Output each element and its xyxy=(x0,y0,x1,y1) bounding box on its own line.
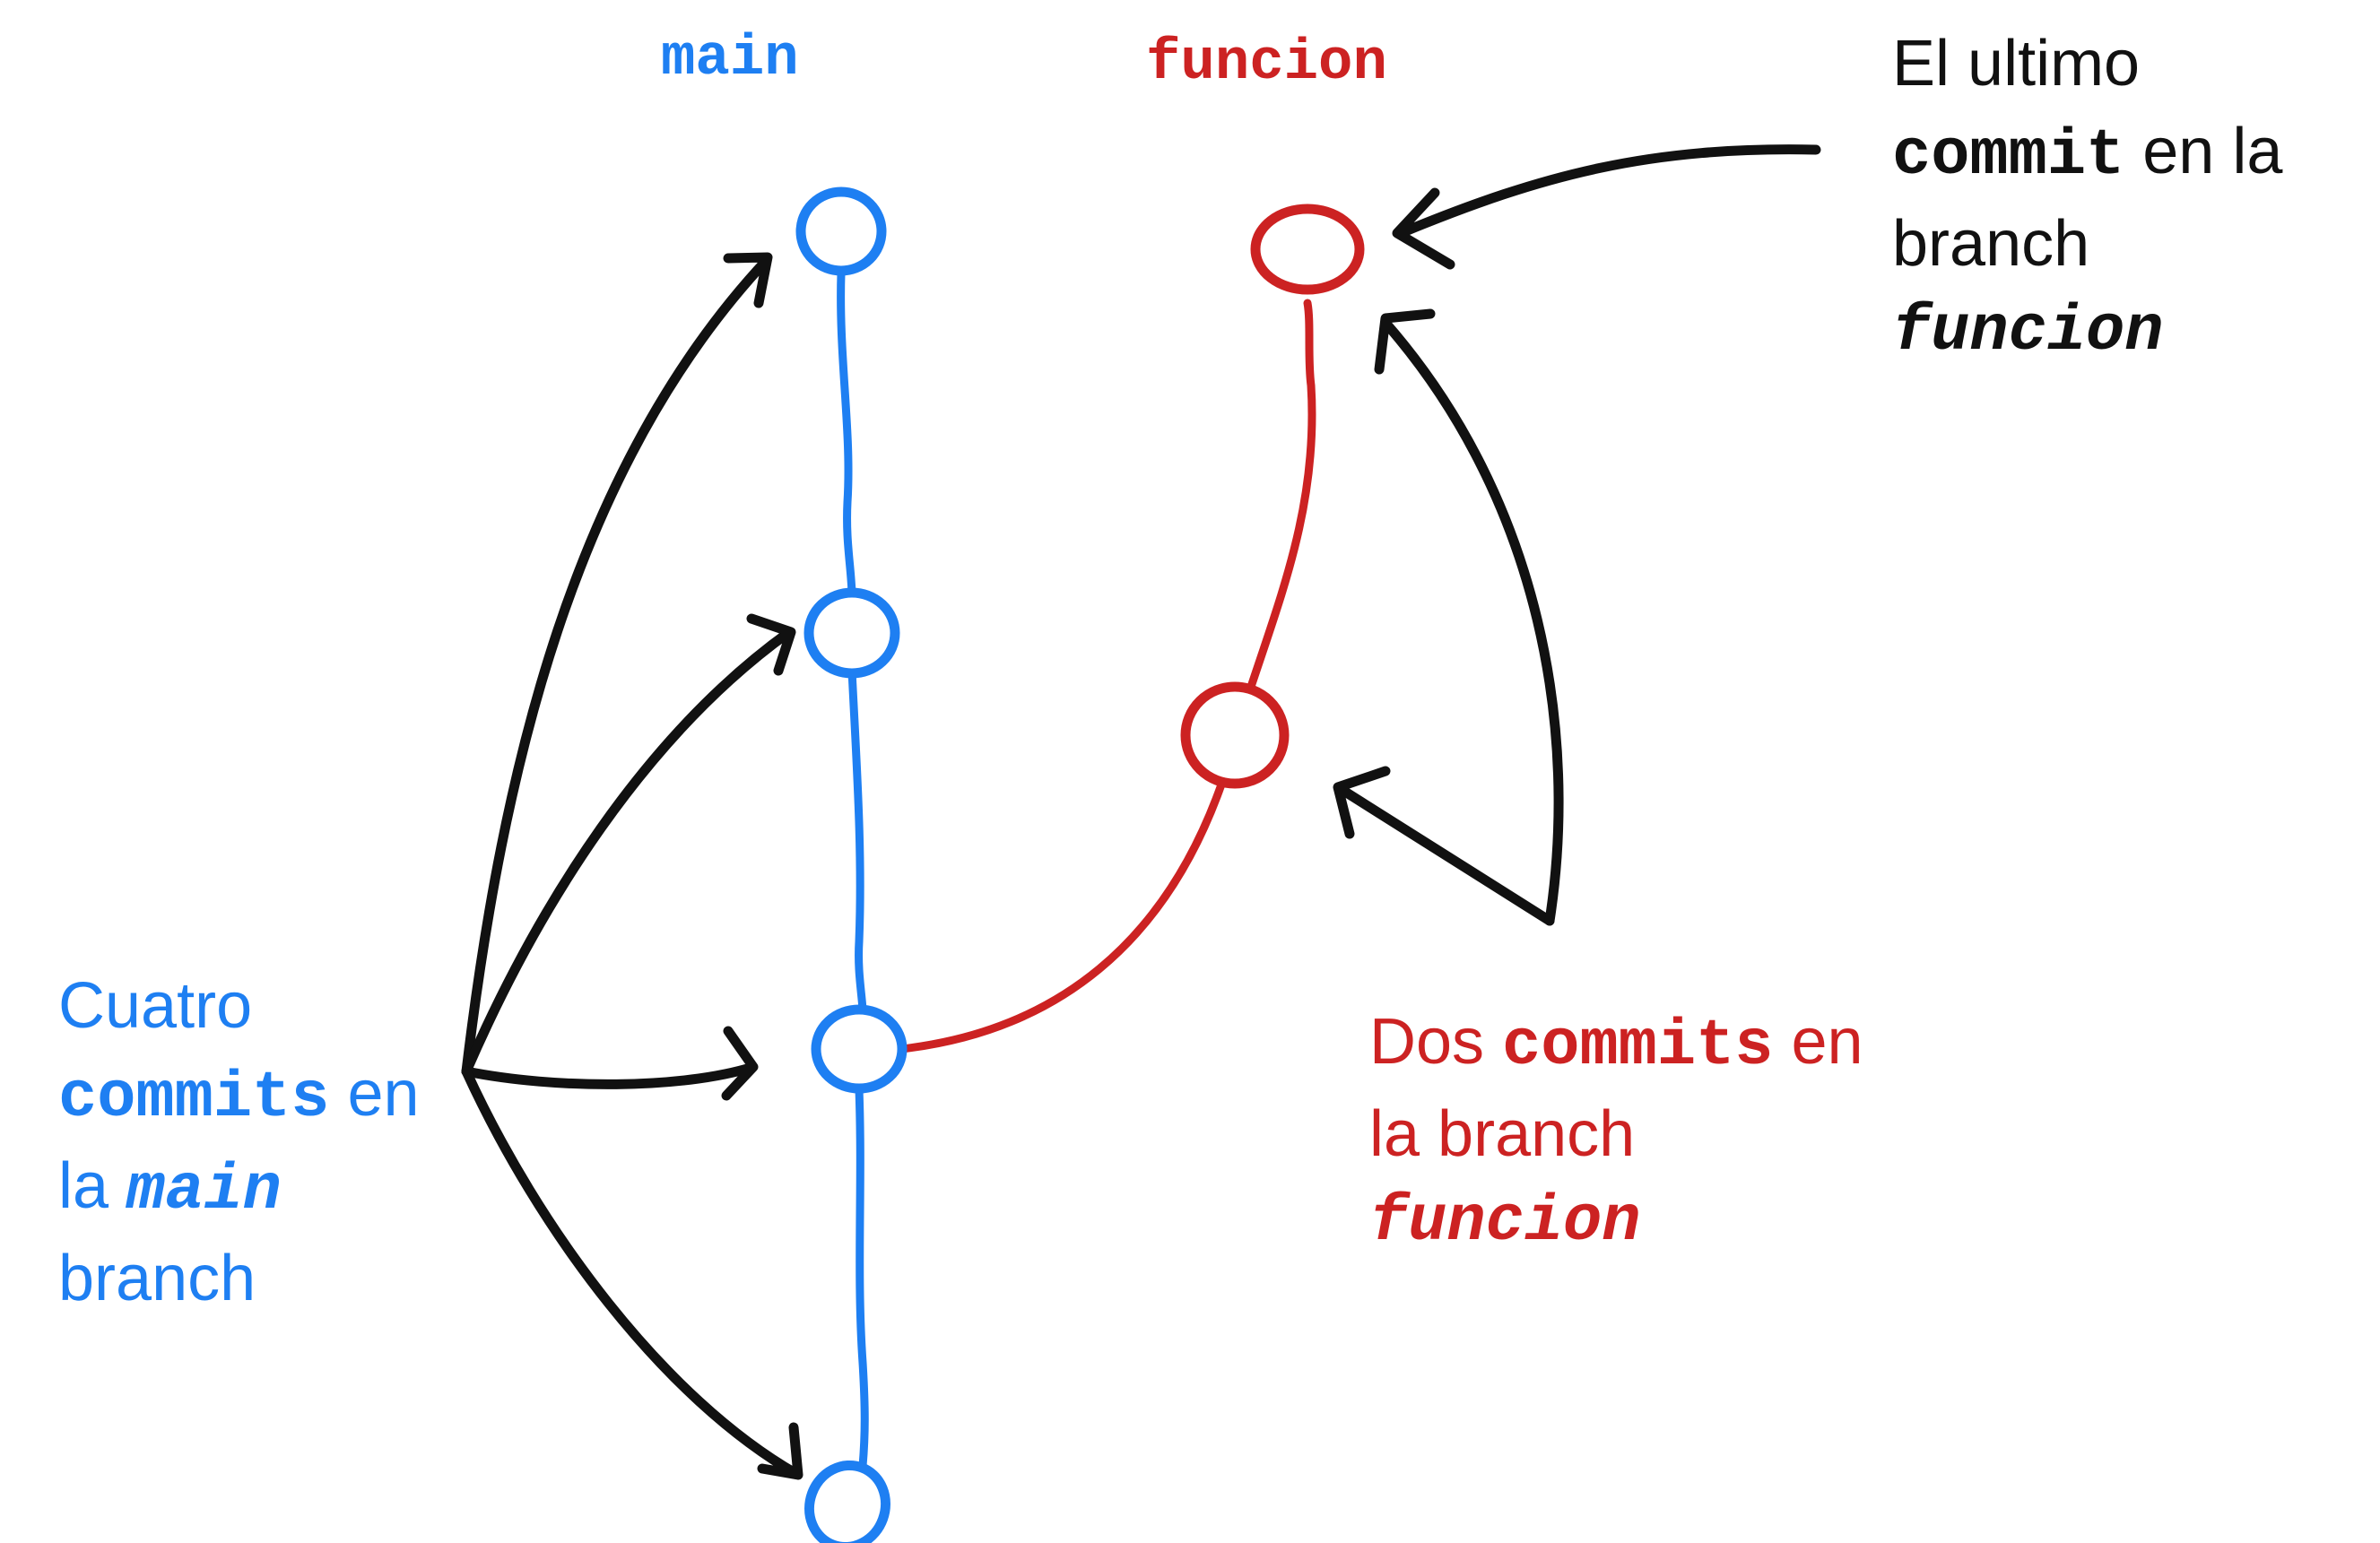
funcion-commit-node xyxy=(1250,204,1365,295)
annotation-line: branch xyxy=(1892,208,2090,280)
annotation-line: branch xyxy=(58,1243,256,1314)
annotation-line: commit en la xyxy=(1892,108,2282,200)
commit-keyword: commit xyxy=(1892,119,2125,193)
latest-commit-annotation: El ultimo commit en la branch funcion xyxy=(1892,20,2282,376)
branch-keyword: funcion xyxy=(1892,295,2164,368)
funcion-commit-node xyxy=(1180,681,1290,789)
arrow-to-main-commit-2 xyxy=(461,613,796,1077)
commit-keyword: commits xyxy=(58,1062,330,1135)
main-commits-annotation: Cuatro commits en la main branch xyxy=(58,962,420,1322)
annotation-text: Dos xyxy=(1369,1006,1503,1078)
arrow-to-main-commit-4 xyxy=(461,1066,803,1480)
funcion-branch-label: funcion xyxy=(1146,31,1387,96)
commit-keyword: commits xyxy=(1502,1010,1774,1083)
annotation-line: la branch xyxy=(1369,1098,1636,1170)
arrow-to-funcion-commit-2 xyxy=(1333,766,1555,926)
annotation-line: Cuatro xyxy=(58,970,253,1042)
annotation-text: en la xyxy=(2124,116,2283,187)
branch-keyword: funcion xyxy=(1369,1185,1641,1259)
main-branch-label: main xyxy=(661,27,799,91)
arrow-to-funcion-commit-1 xyxy=(1374,308,1564,926)
main-commit-node xyxy=(795,186,887,276)
arrow-to-latest-commit xyxy=(1392,144,1821,270)
funcion-branch-line xyxy=(897,299,1316,1053)
annotation-line: El ultimo xyxy=(1892,28,2141,100)
arrow-to-main-commit-1 xyxy=(461,252,773,1077)
main-commit-node xyxy=(811,1004,908,1094)
annotation-line: Dos commits en xyxy=(1369,998,1863,1090)
main-commit-node xyxy=(804,1460,890,1543)
annotation-line: la main xyxy=(58,1142,420,1235)
funcion-commits-annotation: Dos commits en la branch funcion xyxy=(1369,998,1863,1266)
arrow-to-main-commit-3 xyxy=(461,1026,759,1101)
annotation-text: en xyxy=(329,1058,420,1130)
main-commit-node xyxy=(803,587,900,679)
annotation-text: la xyxy=(58,1150,127,1222)
annotation-text: en xyxy=(1773,1006,1863,1078)
main-branch-line xyxy=(837,269,869,1470)
annotation-line: commits en xyxy=(58,1050,420,1142)
branch-keyword: main xyxy=(126,1154,282,1227)
